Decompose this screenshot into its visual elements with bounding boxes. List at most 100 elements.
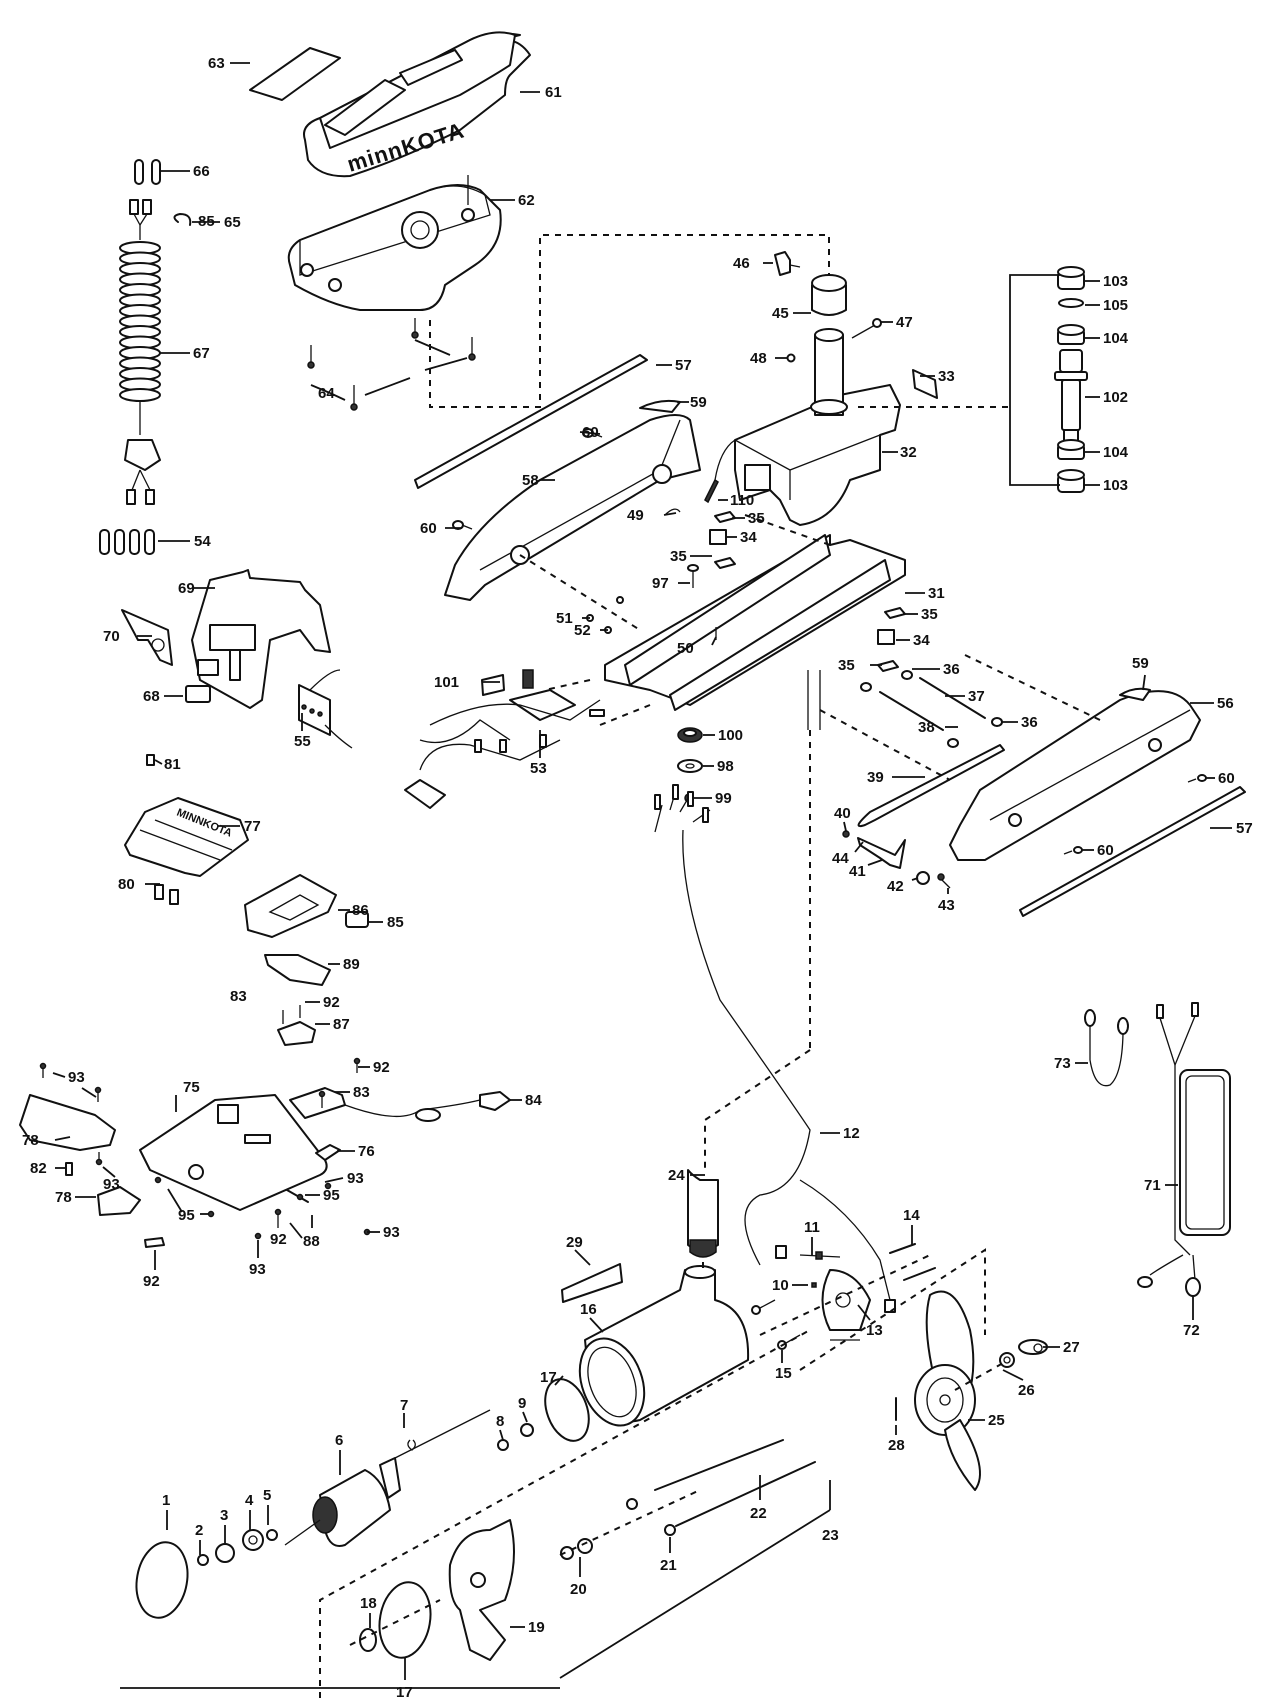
callout-92a: 92	[323, 994, 340, 1011]
part-14-pins	[889, 1243, 936, 1281]
callout-104a: 104	[1103, 330, 1129, 347]
part-78-heel-rest	[19, 1094, 141, 1216]
part-67-coil-cord	[119, 199, 161, 505]
part-68-switch	[185, 685, 211, 703]
callout-95a: 95	[323, 1187, 340, 1204]
callout-41: 41	[849, 863, 866, 880]
part-25-propeller	[914, 1290, 981, 1491]
part-1-end-cap	[135, 1541, 189, 1619]
part-26-washer	[999, 1352, 1015, 1368]
part-103-cap-top	[1057, 266, 1085, 290]
part-32-motor-mount	[734, 384, 901, 526]
callout-36a: 36	[943, 661, 960, 678]
callout-87: 87	[333, 1016, 350, 1033]
callout-7: 7	[400, 1397, 408, 1414]
leader-lines	[52, 62, 1232, 1680]
callout-69: 69	[178, 580, 195, 597]
callout-103a: 103	[1103, 273, 1128, 290]
callout-23: 23	[822, 1527, 839, 1544]
callout-78a: 78	[22, 1132, 39, 1149]
callout-28: 28	[888, 1437, 905, 1454]
callout-60a: 60	[582, 424, 599, 441]
callout-55: 55	[294, 733, 311, 750]
part-5-ball	[266, 1529, 278, 1541]
callout-10: 10	[772, 1277, 789, 1294]
part-92-tag	[144, 1237, 165, 1248]
callout-35a: 35	[748, 510, 765, 527]
callout-81: 81	[164, 756, 181, 773]
callout-47: 47	[896, 314, 913, 331]
part-85-switch-b	[345, 911, 369, 928]
callout-8: 8	[496, 1413, 504, 1430]
callout-39: 39	[867, 769, 884, 786]
callout-60c: 60	[1218, 770, 1235, 787]
callout-60d: 60	[1097, 842, 1114, 859]
part-3-bearing	[215, 1543, 235, 1563]
coil-loop	[119, 388, 161, 402]
part-33-decal	[912, 369, 938, 399]
callout-12: 12	[843, 1125, 860, 1142]
callout-51: 51	[556, 610, 573, 627]
part-105-ring	[1058, 298, 1084, 308]
part-83-bracket	[289, 1087, 346, 1119]
callout-92b: 92	[373, 1059, 390, 1076]
part-12-cable	[654, 784, 896, 1313]
callout-75: 75	[183, 1079, 200, 1096]
callout-65: 65	[224, 214, 241, 231]
callout-45: 45	[772, 305, 789, 322]
part-62-lower-housing	[287, 175, 502, 311]
part-13-brush-holder	[821, 1269, 871, 1331]
callout-62: 62	[518, 192, 535, 209]
part-21-oring	[626, 1498, 676, 1536]
callout-93a: 93	[68, 1069, 85, 1086]
callout-64: 64	[318, 385, 335, 402]
callout-26: 26	[1018, 1382, 1035, 1399]
stack-bracket	[1009, 274, 1060, 486]
part-8-washer	[497, 1439, 509, 1451]
callout-2: 2	[195, 1522, 203, 1539]
callout-35b: 35	[670, 548, 687, 565]
part-75-pedal-board	[139, 1094, 328, 1211]
part-9-washer	[520, 1423, 534, 1437]
callout-13: 13	[866, 1322, 883, 1339]
callout-83a: 83	[230, 988, 247, 1005]
part-89-switch-plate	[264, 954, 331, 986]
callout-35c: 35	[921, 606, 938, 623]
part-95-screws	[154, 1176, 304, 1218]
callout-92c: 92	[270, 1231, 287, 1248]
callout-78b: 78	[55, 1189, 72, 1206]
part-29-decal	[561, 1263, 623, 1303]
callout-99: 99	[715, 790, 732, 807]
part-87-connector	[277, 1005, 316, 1046]
callout-34a: 34	[740, 529, 757, 546]
part-101-plate	[481, 674, 505, 696]
callout-6: 6	[335, 1432, 343, 1449]
part-27-prop-nut	[1018, 1339, 1048, 1355]
callout-72: 72	[1183, 1322, 1200, 1339]
callout-3: 3	[220, 1507, 228, 1524]
part-72-terminal	[1185, 1277, 1201, 1297]
callout-labels: 63 61 66 62 65 67 64 54 69 70 68 55 46 4…	[22, 55, 1253, 1701]
callout-20: 20	[570, 1581, 587, 1598]
part-104-bushing-top	[1057, 324, 1085, 345]
part-110-spring	[704, 439, 736, 504]
callout-40: 40	[834, 805, 851, 822]
callout-43: 43	[938, 897, 955, 914]
callout-37: 37	[968, 688, 985, 705]
part-104-bushing-bottom	[1057, 439, 1085, 460]
callout-17a: 17	[540, 1369, 557, 1386]
callout-60b: 60	[420, 520, 437, 537]
part-82-spring	[65, 1162, 73, 1176]
part-19-end-bell	[448, 1519, 515, 1661]
callout-18: 18	[360, 1595, 377, 1612]
callout-67: 67	[193, 345, 210, 362]
callout-38: 38	[918, 719, 935, 736]
callout-5: 5	[263, 1487, 271, 1504]
callout-61: 61	[545, 84, 562, 101]
part-102-pivot	[1054, 349, 1088, 443]
part-16-housing	[578, 1265, 750, 1427]
callout-98: 98	[717, 758, 734, 775]
callout-29: 29	[566, 1234, 583, 1251]
part-17-oring-upper	[544, 1378, 590, 1442]
callout-85b: 85	[198, 213, 215, 230]
